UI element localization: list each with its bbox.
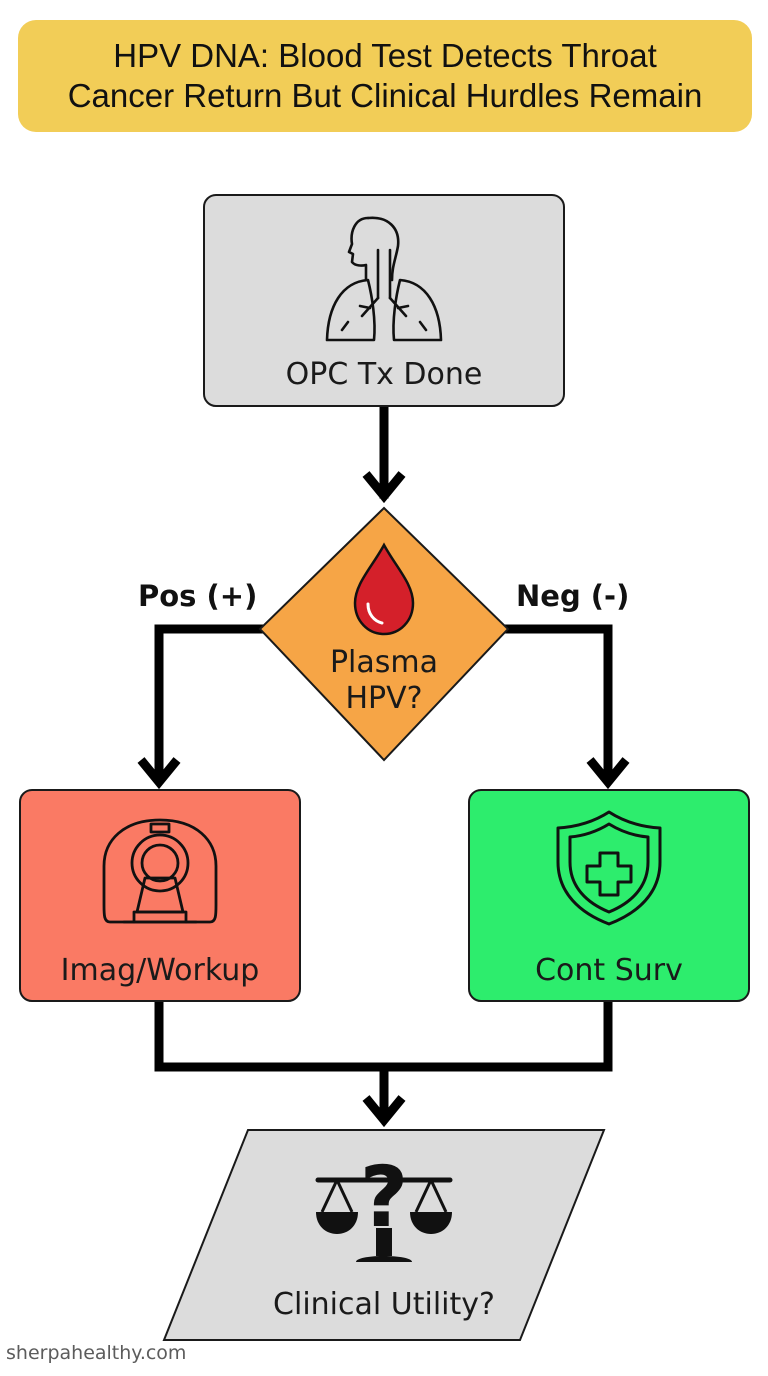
title-line-1: HPV DNA: Blood Test Detects Throat: [113, 37, 657, 74]
arrowheads: [137, 471, 630, 1128]
arrowhead-decision: [362, 471, 406, 504]
decision-node-label-line2: HPV?: [345, 681, 422, 716]
branch-label-negative: Neg (-): [516, 579, 629, 613]
ct-scanner-icon: [102, 818, 218, 924]
lungs-airway-icon: [325, 216, 443, 342]
connector-decision-to-negative: [501, 624, 613, 781]
start-node-label: OPC Tx Done: [286, 357, 483, 392]
negative-node-label: Cont Surv: [535, 953, 683, 988]
title-banner: HPV DNA: Blood Test Detects Throat Cance…: [18, 20, 752, 132]
start-node: [203, 194, 565, 407]
branch-label-positive: Pos (+): [138, 579, 257, 613]
connector-branches-merge: [154, 997, 613, 1072]
scales-question-icon: ?: [315, 1148, 453, 1262]
title-line-2: Cancer Return But Clinical Hurdles Remai…: [67, 77, 703, 114]
connector-decision-to-positive: [154, 624, 267, 781]
shield-plus-icon: [556, 810, 662, 926]
connectors: [154, 401, 613, 1118]
watermark: sherpahealthy.com: [6, 1342, 187, 1364]
positive-node: [19, 789, 301, 1002]
outcome-node-label: Clinical Utility?: [273, 1287, 495, 1322]
decision-node-label-line1: Plasma: [330, 645, 438, 680]
arrowhead-negative: [586, 757, 630, 790]
positive-node-label: Imag/Workup: [61, 953, 260, 988]
arrowhead-positive: [137, 757, 181, 790]
blood-drop-icon: [353, 542, 415, 636]
arrowhead-outcome: [362, 1095, 406, 1128]
